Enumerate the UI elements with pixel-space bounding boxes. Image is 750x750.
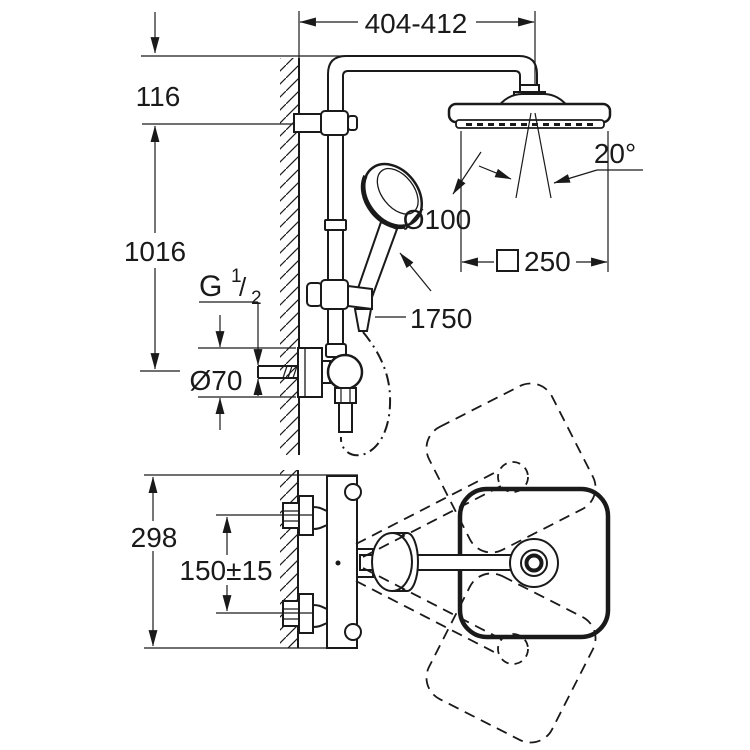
- dim-label-116: 116: [136, 81, 181, 112]
- thread-label-g: G: [199, 270, 222, 303]
- thread-label-den: 2: [251, 288, 262, 309]
- hand-shower-holder: [306, 279, 373, 332]
- dim-label-angle: 20°: [594, 138, 636, 169]
- diverter-elbow: [325, 343, 364, 433]
- wall-supply-connection: [257, 347, 331, 398]
- head-pivot-joint: [509, 538, 559, 588]
- thread-label-num: 1: [231, 266, 242, 287]
- square-symbol: [496, 249, 519, 272]
- dim-label-spacing: 150±15: [179, 555, 272, 586]
- dimension-linework: [140, 11, 643, 649]
- swivel-range-dashed: [355, 382, 597, 744]
- dim-label-mixer-height: 298: [131, 522, 178, 553]
- shower-hose-dashed: [339, 331, 392, 457]
- riser-pipe-plan-cylinder: [371, 532, 419, 592]
- spray-cone-left: [515, 112, 532, 199]
- spray-cone-right: [534, 112, 552, 199]
- head-shower-side-view: [447, 84, 612, 199]
- dim-label-escutcheon: Ø70: [190, 365, 243, 396]
- dim-label-hose: 1750: [410, 303, 472, 334]
- hand-shower-head: [360, 162, 423, 230]
- wall-bracket: [293, 110, 358, 136]
- dim-label-width-top: 404-412: [365, 8, 468, 39]
- thread-label-slash: /: [239, 272, 247, 302]
- riser-joint-sleeve: [324, 219, 347, 231]
- dim-label-1016: 1016: [124, 236, 186, 267]
- dim-label-handshower: Ø100: [403, 204, 472, 235]
- dim-label-head-size: 250: [524, 246, 571, 277]
